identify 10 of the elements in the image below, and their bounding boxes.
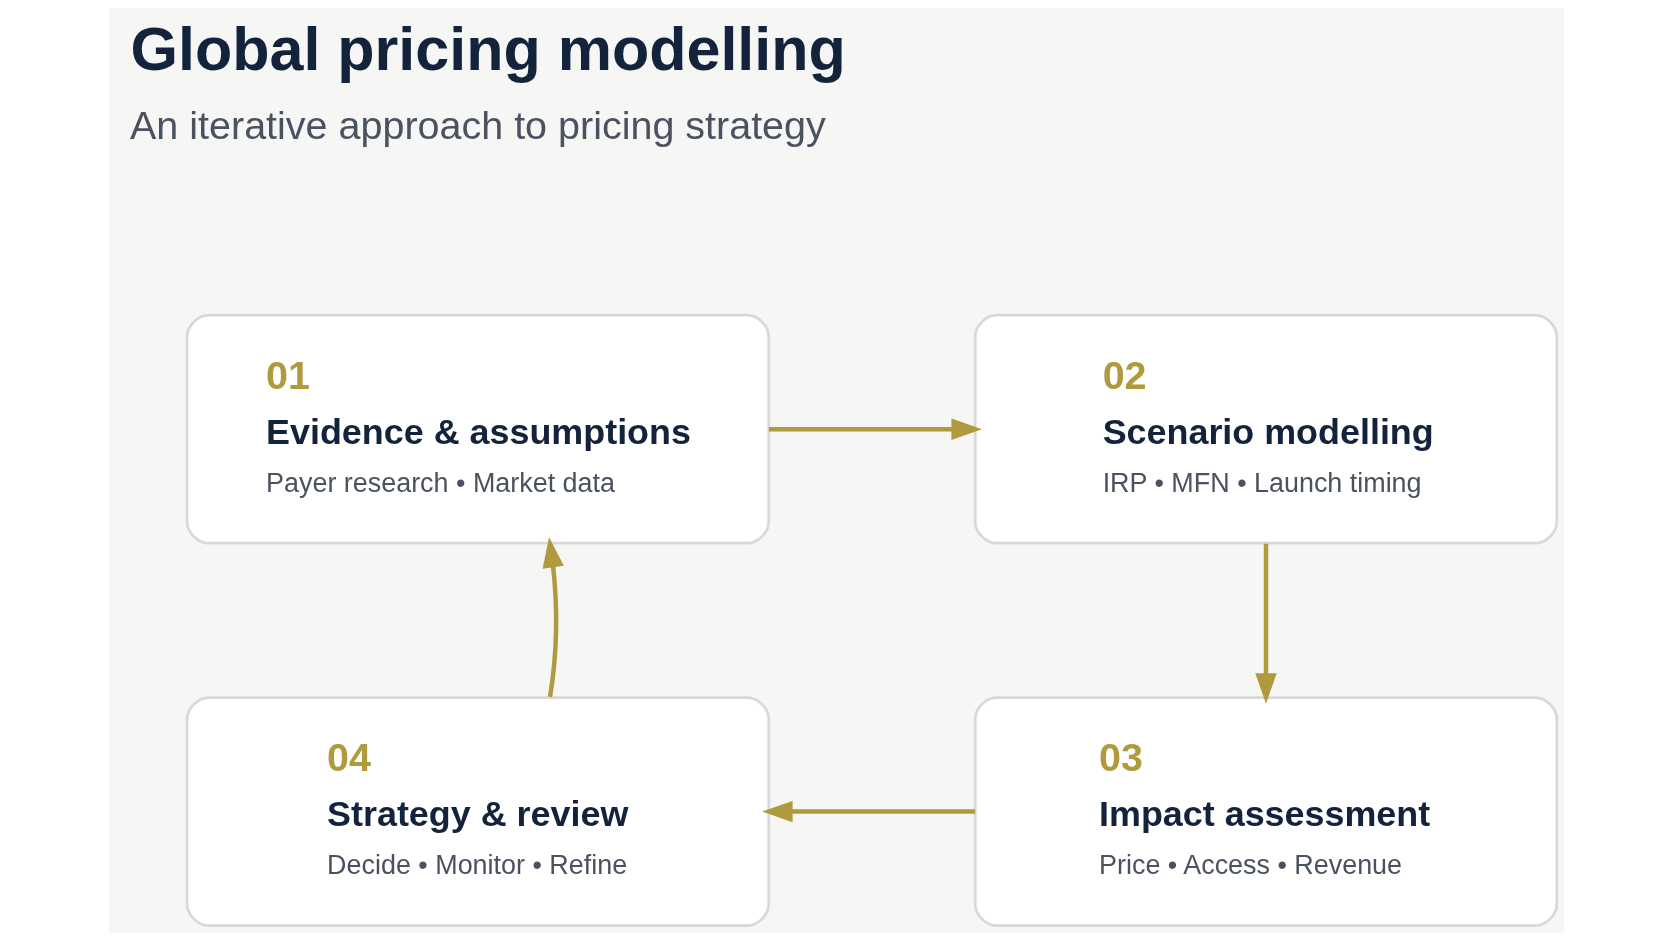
node-box: 03 Impact assessment Price • Access • Revenue — [973, 696, 1558, 927]
label: An iterative approach to pricing strategy — [129, 102, 826, 147]
node-box: 02 Scenario modelling IRP • MFN • Launch timing — [973, 313, 1558, 545]
diagram-title: Global pricing modelling — [130, 14, 846, 83]
arrow — [761, 800, 975, 823]
node-box: 04 Strategy & review Decide • Monitor • Refine — [185, 696, 770, 927]
arrow — [768, 418, 982, 440]
arrow — [1254, 543, 1277, 704]
node-box: 01 Evidence & assumptions Payer research • Market data — [185, 313, 770, 545]
arrow — [542, 536, 564, 698]
